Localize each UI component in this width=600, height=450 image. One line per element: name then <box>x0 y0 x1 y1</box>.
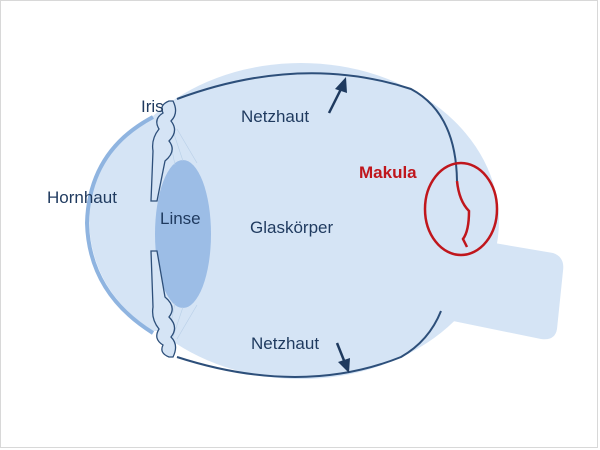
iris-upper <box>150 100 177 202</box>
cornea-band <box>84 115 155 335</box>
macula-line <box>455 180 471 248</box>
lens <box>155 160 211 308</box>
eyeball <box>103 63 499 379</box>
macula-highlight <box>423 161 499 257</box>
label-netzhaut-bottom: Netzhaut <box>251 334 320 353</box>
label-netzhaut-top: Netzhaut <box>241 107 310 126</box>
label-hornhaut: Hornhaut <box>47 188 117 207</box>
retina-line <box>176 72 458 182</box>
cornea <box>89 117 163 331</box>
label-linse: Linse <box>160 209 201 228</box>
arrow-netzhaut-top <box>327 77 347 114</box>
iris-lower <box>150 250 177 358</box>
label-iris: Iris <box>141 97 164 116</box>
label-glaskoerper: Glaskörper <box>250 218 334 237</box>
arrow-netzhaut-bottom <box>335 342 350 373</box>
retina-line-lower <box>176 310 442 378</box>
label-makula: Makula <box>359 163 417 182</box>
